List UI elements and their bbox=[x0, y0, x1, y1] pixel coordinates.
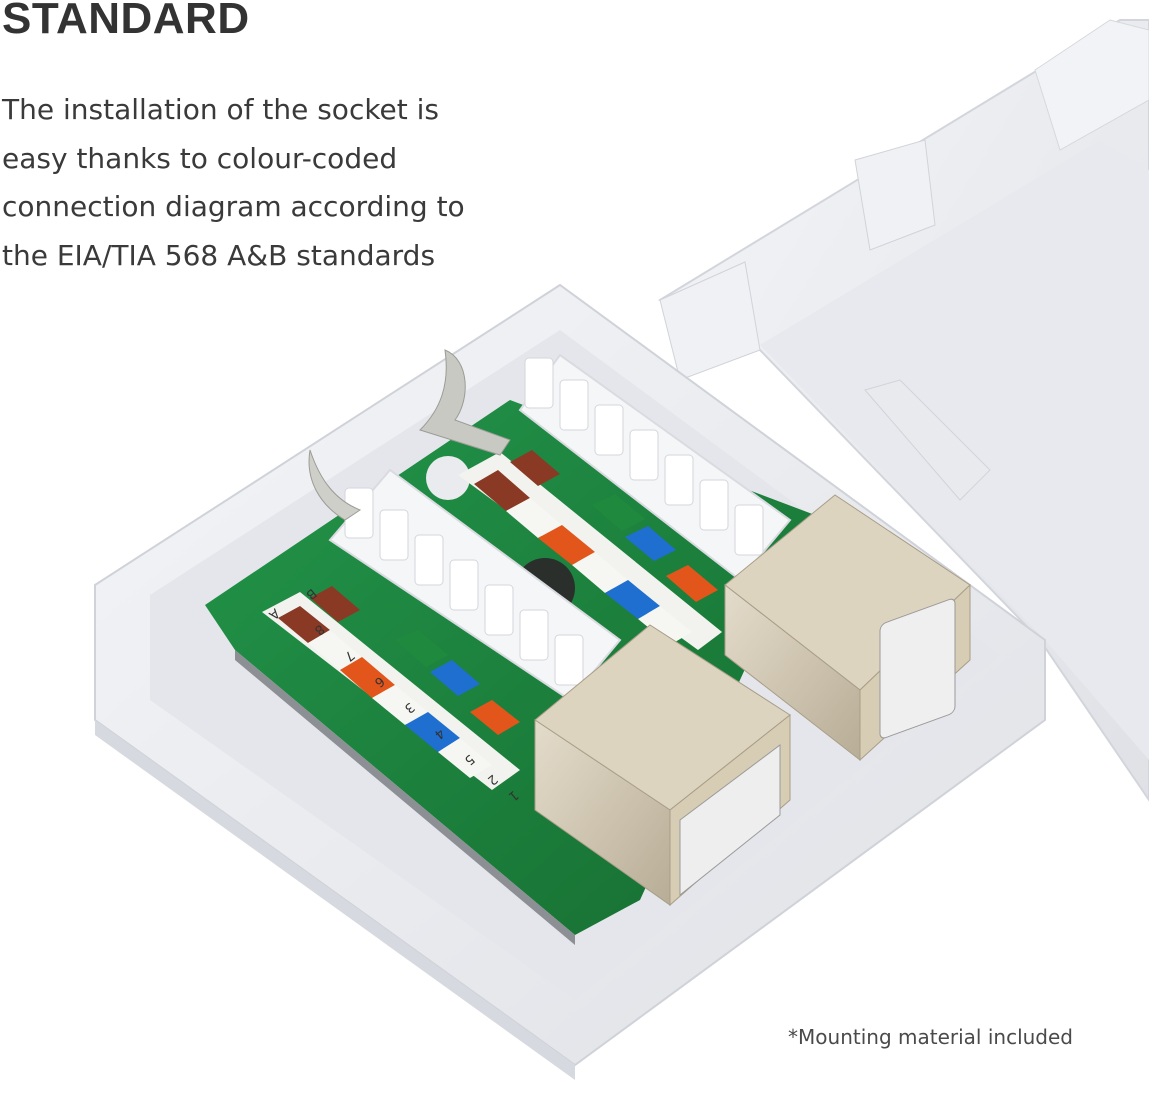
description-text: The installation of the socket is easy t… bbox=[2, 86, 472, 280]
rj45-jack-front bbox=[534, 624, 791, 907]
mounting-footnote: *Mounting material included bbox=[788, 1025, 1073, 1049]
idc-block-front bbox=[328, 468, 622, 702]
description-line-3: connection diagram according to bbox=[2, 190, 465, 223]
description-line-1: The installation of the socket is bbox=[2, 93, 440, 126]
description-line-2: easy thanks to colour-coded bbox=[2, 141, 398, 175]
socket-lid bbox=[657, 19, 1149, 802]
section-heading: STANDARD bbox=[2, 0, 250, 43]
colour-code-strip-back bbox=[458, 450, 722, 650]
description-line-4: the EIA/TIA 568 A&B standards bbox=[2, 238, 436, 272]
colour-code-strip-front: A B 8 7 6 3 4 5 2 1 bbox=[262, 585, 521, 804]
rj45-jack-back bbox=[724, 494, 971, 762]
metal-shield-clips bbox=[308, 349, 511, 521]
idc-block-back bbox=[518, 353, 792, 582]
